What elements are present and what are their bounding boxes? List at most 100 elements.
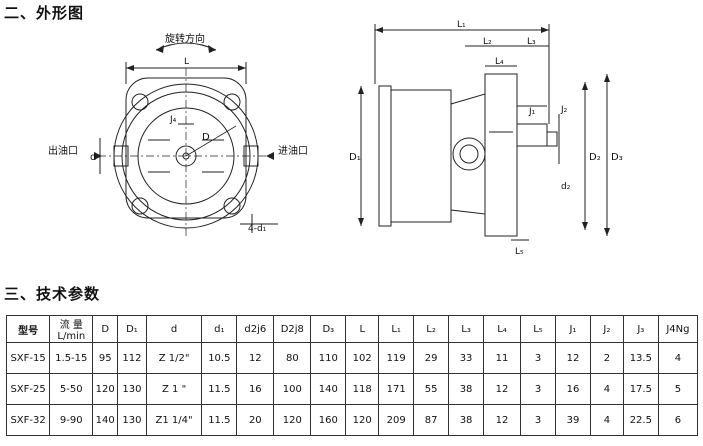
table-header-cell: D <box>92 315 119 343</box>
table-cell: 29 <box>413 342 450 374</box>
table-cell: 16 <box>555 373 591 405</box>
table-cell: 9-90 <box>49 404 94 436</box>
table-cell: 12 <box>483 404 522 436</box>
dim-L1: L₁ <box>457 20 466 30</box>
table-header-cell: D₃ <box>310 315 347 343</box>
table-cell: 5-50 <box>49 373 94 405</box>
table-cell: 209 <box>378 404 415 436</box>
table-cell: 120 <box>273 404 312 436</box>
dim-L5: L₅ <box>515 247 524 257</box>
table-cell: 120 <box>345 404 380 436</box>
table-cell: 39 <box>555 404 591 436</box>
table-header-cell: L₅ <box>520 315 556 343</box>
table-header-cell: L₃ <box>448 315 485 343</box>
section-title-params: 三、技术参数 <box>4 285 101 303</box>
dim-L4: L₄ <box>495 57 504 67</box>
table-cell: 12 <box>236 342 275 374</box>
table-cell: 55 <box>413 373 450 405</box>
outlet-label: 出油口 <box>48 144 78 157</box>
table-cell: 17.5 <box>622 373 659 405</box>
table-header-cell: L₂ <box>413 315 450 343</box>
table-cell: 5 <box>657 373 699 405</box>
table-cell: 119 <box>378 342 415 374</box>
table-cell: 112 <box>117 342 147 374</box>
table-cell: 3 <box>520 404 556 436</box>
dim-J2: J₂ <box>560 105 568 115</box>
table-header-cell: 流 量 L/min <box>49 315 94 343</box>
table-cell: 130 <box>117 373 147 405</box>
dim-J1: J₁ <box>528 107 536 117</box>
table-cell: Z 1 " <box>145 373 203 405</box>
table-header-cell: L₁ <box>378 315 415 343</box>
table-cell: 3 <box>520 373 556 405</box>
table-cell: SXF-32 <box>5 404 51 436</box>
front-view-drawing: 旋转方向 L J₄ D d 出油口 进油口 4-d₁ <box>48 32 308 238</box>
table-cell: 16 <box>236 373 275 405</box>
table-cell: 13.5 <box>622 342 659 374</box>
table-cell: 12 <box>555 342 591 374</box>
table-cell: Z 1/2" <box>145 342 203 374</box>
table-cell: 38 <box>448 373 485 405</box>
dim-L2: L₂ <box>483 37 492 47</box>
table-cell: SXF-25 <box>5 373 51 405</box>
table-cell: 110 <box>310 342 347 374</box>
rotation-label: 旋转方向 <box>165 32 205 45</box>
table-cell: 120 <box>92 373 119 405</box>
dim-D3: D₃ <box>611 152 623 163</box>
table-cell: 22.5 <box>622 404 659 436</box>
table-cell: 140 <box>92 404 119 436</box>
table-cell: 171 <box>378 373 415 405</box>
table-cell: 95 <box>92 342 119 374</box>
table-cell: Z1 1/4" <box>145 404 203 436</box>
table-header-cell: d <box>145 315 203 343</box>
dim-L: L <box>184 57 189 67</box>
table-cell: 87 <box>413 404 450 436</box>
table-cell: 20 <box>236 404 275 436</box>
section-title-outline: 二、外形图 <box>4 4 85 22</box>
table-cell: 11 <box>483 342 522 374</box>
table-cell: 38 <box>448 404 485 436</box>
dim-J4: J₄ <box>169 115 177 125</box>
table-header-cell: 型号 <box>5 315 51 343</box>
dim-L3: L₃ <box>527 37 536 47</box>
table-header-cell: J₂ <box>589 315 624 343</box>
table-cell: 118 <box>345 373 380 405</box>
dim-D: D <box>202 132 210 143</box>
table-header-cell: D2j8 <box>273 315 312 343</box>
dim-4-d1: 4-d₁ <box>248 224 267 234</box>
table-cell: 11.5 <box>201 404 238 436</box>
dim-D1: D₁ <box>349 152 361 163</box>
table-cell: 102 <box>345 342 380 374</box>
table-cell: 33 <box>448 342 485 374</box>
table-cell: 140 <box>310 373 347 405</box>
dim-D2: D₂ <box>589 152 601 163</box>
table-cell: 12 <box>483 373 522 405</box>
table-cell: 3 <box>520 342 556 374</box>
table-header-cell: D₁ <box>117 315 147 343</box>
table-header-cell: J₃ <box>622 315 659 343</box>
table-header-cell: J4Ng <box>657 315 699 343</box>
table-cell: 4 <box>589 404 624 436</box>
table-cell: 1.5-15 <box>49 342 94 374</box>
table-cell: 4 <box>657 342 699 374</box>
table-header-cell: L <box>345 315 380 343</box>
side-view-drawing: L₁ L₂ L₃ L₄ J₁ J₂ D₁ D₂ D₃ d₂ L₅ <box>349 20 623 257</box>
table-cell: 100 <box>273 373 312 405</box>
table-cell: 130 <box>117 404 147 436</box>
table-cell: 11.5 <box>201 373 238 405</box>
dim-d: d <box>90 152 96 163</box>
table-cell: 6 <box>657 404 699 436</box>
table-header-cell: L₄ <box>483 315 522 343</box>
table-cell: 80 <box>273 342 312 374</box>
table-cell: 2 <box>589 342 624 374</box>
table-cell: 10.5 <box>201 342 238 374</box>
table-header-cell: d₁ <box>201 315 238 343</box>
dim-d2: d₂ <box>561 182 571 192</box>
table-cell: 160 <box>310 404 347 436</box>
table-header-cell: J₁ <box>555 315 591 343</box>
table-cell: SXF-15 <box>5 342 51 374</box>
